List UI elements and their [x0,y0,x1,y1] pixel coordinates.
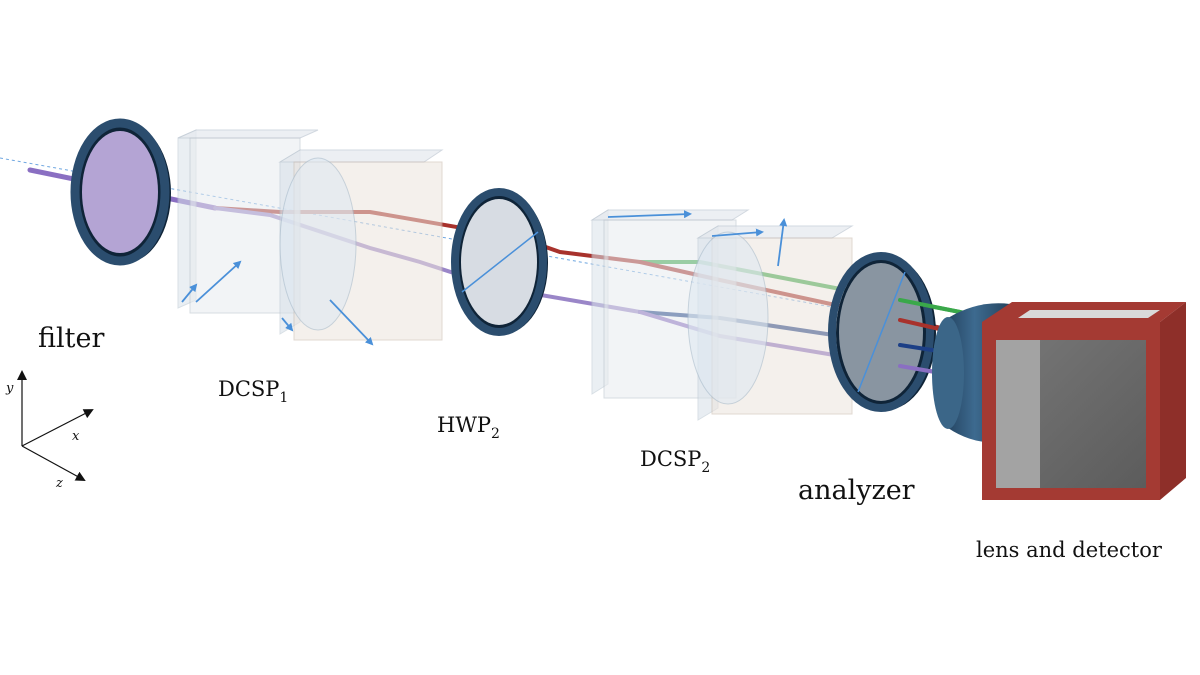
dcsp1-vector-4 [281,317,294,332]
dcsp1 [177,129,444,346]
hwp2-ring [451,188,547,336]
label-dcsp1-sub: 1 [279,390,288,406]
filter-ring [70,118,170,266]
dcsp2-vector-1 [607,210,692,219]
dcsp2-vector-2 [711,228,764,237]
label-dcsp2-sub: 2 [701,460,710,476]
label-dcsp1-main: DCSP [218,377,279,401]
filter-disk [82,131,158,253]
dcsp2 [590,209,854,421]
hwp2 [451,188,548,336]
lens-front [932,317,964,429]
axis-z-label: z [55,476,63,491]
filter [70,118,171,266]
label-analyzer: analyzer [798,475,915,506]
detector-side-right [1160,302,1186,500]
axis-y-label: y [5,381,14,396]
label-filter: filter [38,323,104,354]
dcsp1-vector-2 [195,260,242,303]
analyzer-axis [857,271,906,393]
label-lens-and-detector: lens and detector [976,538,1163,562]
detector-top-panel [1018,310,1160,318]
axis-z-line [21,445,86,481]
beam-green-front [898,298,972,316]
lens-and-detector [932,302,1186,500]
dcsp1-half-wave-plate [279,157,357,331]
dcsp2-half-wave-plate [687,231,769,405]
dcsp1-prism-a-top [177,129,319,139]
dcsp1-vector-3 [329,299,374,346]
axis-x-label: x [72,429,80,444]
label-hwp2-sub: 2 [491,426,500,442]
analyzer [828,252,936,412]
label-dcsp2: DCSP2 [640,447,710,476]
analyzer-ring [828,252,934,412]
label-hwp2-main: HWP [437,413,491,437]
axis-x-line [21,409,94,447]
hwp2-fast-axis [461,231,539,293]
dcsp2-vector-3 [777,218,788,267]
label-hwp2: HWP2 [437,413,500,442]
label-dcsp1: DCSP1 [218,377,288,406]
label-dcsp2-main: DCSP [640,447,701,471]
dcsp1-prism-b-top [278,149,444,163]
coordinate-axes: y x z [5,370,94,491]
detector-side-panel [996,340,1040,488]
dcsp1-vector-1 [181,283,198,303]
